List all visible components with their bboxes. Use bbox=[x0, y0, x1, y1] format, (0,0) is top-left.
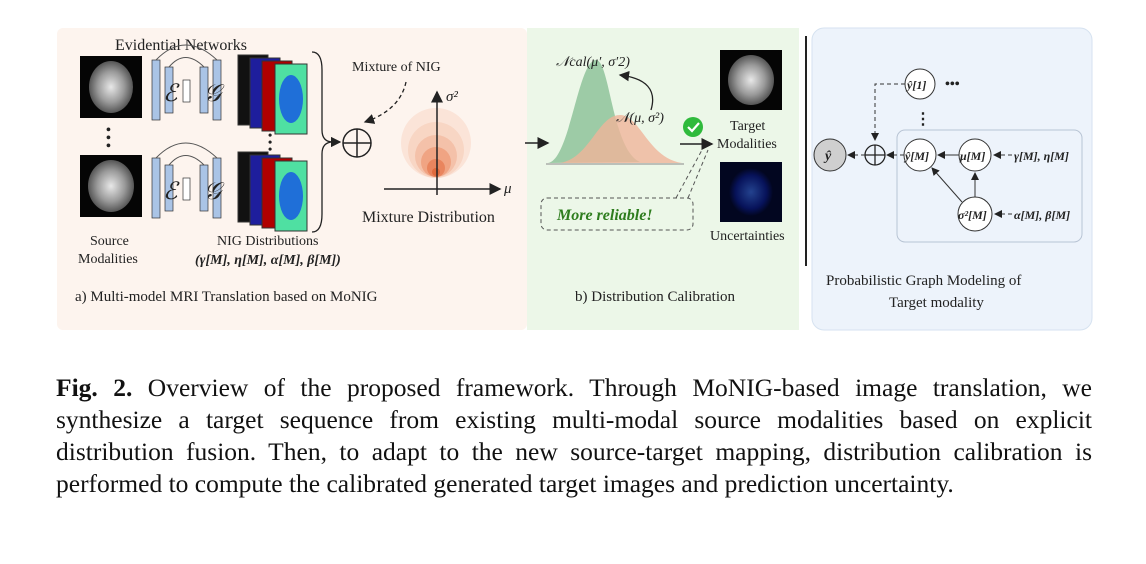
encoder-symbol-2: ℰ bbox=[163, 179, 180, 205]
node-y-hat: ŷ bbox=[813, 138, 847, 172]
source-brain-1 bbox=[89, 61, 133, 113]
check-icon bbox=[683, 117, 703, 137]
more-reliable-callout bbox=[540, 197, 694, 231]
svg-text:μ[M]: μ[M] bbox=[959, 149, 985, 163]
uncertainties-label: Uncertainties bbox=[710, 229, 785, 244]
svg-text:σ²[M]: σ²[M] bbox=[958, 208, 987, 222]
source-ellipsis: • bbox=[106, 123, 111, 138]
gamma-eta-params: γ[M], η[M] bbox=[1014, 149, 1069, 163]
evidential-network-2: ℰ 𝒢 bbox=[151, 142, 225, 219]
node-yM: ŷ[M] bbox=[903, 138, 937, 172]
svg-text:•: • bbox=[106, 139, 111, 154]
mixture-operator-icon bbox=[342, 128, 372, 158]
svg-text:ŷ: ŷ bbox=[823, 149, 832, 164]
original-distribution-label: 𝒩(μ, σ²) bbox=[616, 111, 664, 126]
framework-figure: Evidential Networks • • • Source Modalit… bbox=[57, 27, 1093, 331]
generator-symbol-1: 𝒢 bbox=[204, 81, 225, 107]
encoder-symbol-1: ℰ bbox=[163, 81, 180, 107]
nig-parameter-stack-2 bbox=[237, 151, 308, 232]
target-label-line1: Target bbox=[730, 119, 765, 134]
source-label-line1: Source bbox=[90, 234, 129, 249]
vertical-dots: ⋮ bbox=[915, 111, 931, 128]
panel-c-background bbox=[811, 27, 1093, 331]
generator-symbol-2: 𝒢 bbox=[204, 179, 225, 205]
original-distribution bbox=[560, 115, 682, 163]
figure-label: Fig. 2. bbox=[56, 373, 133, 402]
panel-a-caption: a) Multi-model MRI Translation based on … bbox=[75, 289, 378, 305]
node-y1: ŷ[1] bbox=[904, 68, 936, 100]
more-nodes-dots: ••• bbox=[945, 77, 960, 92]
mixture-of-nig-label: Mixture of NIG bbox=[352, 60, 441, 75]
nig-parameters-label: (γ[M], η[M], α[M], β[M]) bbox=[195, 253, 341, 268]
svg-text:•: • bbox=[268, 135, 272, 149]
svg-text:•: • bbox=[268, 128, 272, 142]
svg-text:•: • bbox=[106, 131, 111, 146]
figure-caption: Fig. 2. Overview of the proposed framewo… bbox=[56, 372, 1092, 500]
calibration-arrow bbox=[618, 70, 654, 111]
plate-box bbox=[896, 129, 1083, 243]
mu-axis: μ bbox=[503, 181, 512, 197]
sigma-squared-axis: σ² bbox=[446, 89, 458, 105]
panel-b-caption: b) Distribution Calibration bbox=[575, 289, 735, 305]
calibration-distributions bbox=[546, 60, 684, 165]
fusion-operator-icon bbox=[864, 144, 886, 166]
evidential-network-1: ℰ 𝒢 bbox=[151, 44, 225, 121]
node-muM: μ[M] bbox=[958, 138, 992, 172]
panel-c-caption-line1: Probabilistic Graph Modeling of bbox=[826, 273, 1021, 289]
panel-c-caption-line2: Target modality bbox=[889, 295, 984, 311]
source-label-line2: Modalities bbox=[78, 252, 138, 267]
more-reliable-text: More reliable! bbox=[556, 207, 653, 224]
source-brain-2 bbox=[88, 160, 134, 212]
figure-caption-text: Overview of the proposed framework. Thro… bbox=[56, 373, 1092, 498]
mixture-distribution-plot bbox=[384, 90, 502, 195]
alpha-beta-params: α[M], β[M] bbox=[1014, 208, 1070, 222]
mixture-distribution-label: Mixture Distribution bbox=[362, 209, 495, 226]
svg-text:ŷ[1]: ŷ[1] bbox=[905, 78, 926, 92]
svg-text:ŷ[M]: ŷ[M] bbox=[903, 149, 929, 163]
target-label-line2: Modalities bbox=[717, 137, 777, 152]
nig-parameter-stack-1 bbox=[237, 54, 308, 135]
calibrated-distribution-label: 𝒩cal(μ′, σ′2) bbox=[556, 55, 630, 70]
svg-text:•: • bbox=[268, 142, 272, 156]
node-sigmaM: σ²[M] bbox=[957, 196, 993, 232]
nig-distributions-label: NIG Distributions bbox=[217, 234, 319, 249]
